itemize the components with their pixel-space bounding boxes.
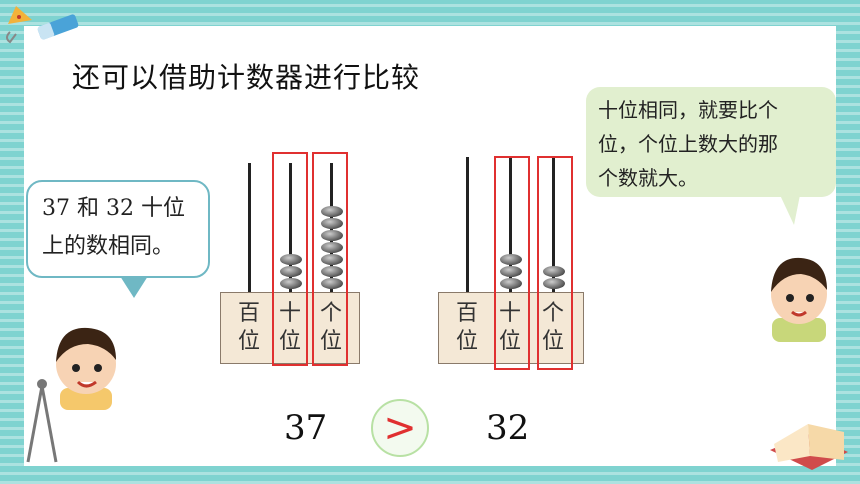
highlight-tens-left (272, 152, 308, 366)
rod-ones-right (552, 157, 555, 293)
bead-ones (321, 266, 343, 277)
bead-ones (321, 206, 343, 217)
rod-hundreds-left (248, 163, 251, 293)
right-bubble-line3: 个数就大。 (598, 166, 698, 190)
bead-tens (500, 278, 522, 289)
bead-tens (280, 278, 302, 289)
label-tens-left: 十位 (278, 301, 301, 354)
number-right: 32 (486, 408, 530, 448)
label-tens-right: 十位 (498, 301, 521, 354)
label-ones-right: 个位 (541, 301, 564, 354)
bead-tens (280, 266, 302, 277)
right-bubble-line1: 十位相同，就要比个 (598, 98, 778, 122)
left-bubble-line2: 上的数相同。 (42, 234, 175, 259)
rod-tens-left (289, 163, 292, 293)
bead-ones (321, 230, 343, 241)
bead-tens (500, 254, 522, 265)
right-speech-bubble: 十位相同，就要比个 位，个位上数大的那 个数就大。 (586, 87, 836, 225)
left-bubble-line1: 37 和 32 十位 (42, 196, 185, 221)
boy-right-icon (771, 257, 827, 342)
greater-than-symbol: > (383, 405, 417, 451)
highlight-ones-left (312, 152, 348, 366)
highlight-tens-right (494, 156, 530, 370)
bead-tens (280, 254, 302, 265)
bead-ones (321, 278, 343, 289)
book-icon (770, 424, 848, 470)
abacus-base-left (220, 292, 360, 364)
rod-tens-right (509, 157, 512, 293)
abacus-base-right (438, 292, 584, 364)
comparison-badge: > (371, 399, 429, 457)
bead-tens (500, 266, 522, 277)
bead-ones (543, 266, 565, 277)
compass-icon (26, 379, 58, 463)
bead-ones (321, 218, 343, 229)
right-bubble-line2: 位，个位上数大的那 (598, 132, 778, 156)
label-hundreds-left: 百位 (237, 301, 260, 354)
paper-clip-icon (6, 6, 79, 44)
bead-ones (321, 254, 343, 265)
label-hundreds-right: 百位 (455, 301, 478, 354)
label-ones-left: 个位 (319, 301, 342, 354)
rod-hundreds-right (466, 157, 469, 293)
highlight-ones-right (537, 156, 573, 370)
number-left: 37 (284, 408, 328, 448)
bead-ones (321, 242, 343, 253)
page-title: 还可以借助计数器进行比较 (72, 61, 421, 94)
bead-ones (543, 278, 565, 289)
boy-left-icon (56, 327, 116, 410)
left-speech-bubble: 37 和 32 十位 上的数相同。 (26, 180, 210, 298)
